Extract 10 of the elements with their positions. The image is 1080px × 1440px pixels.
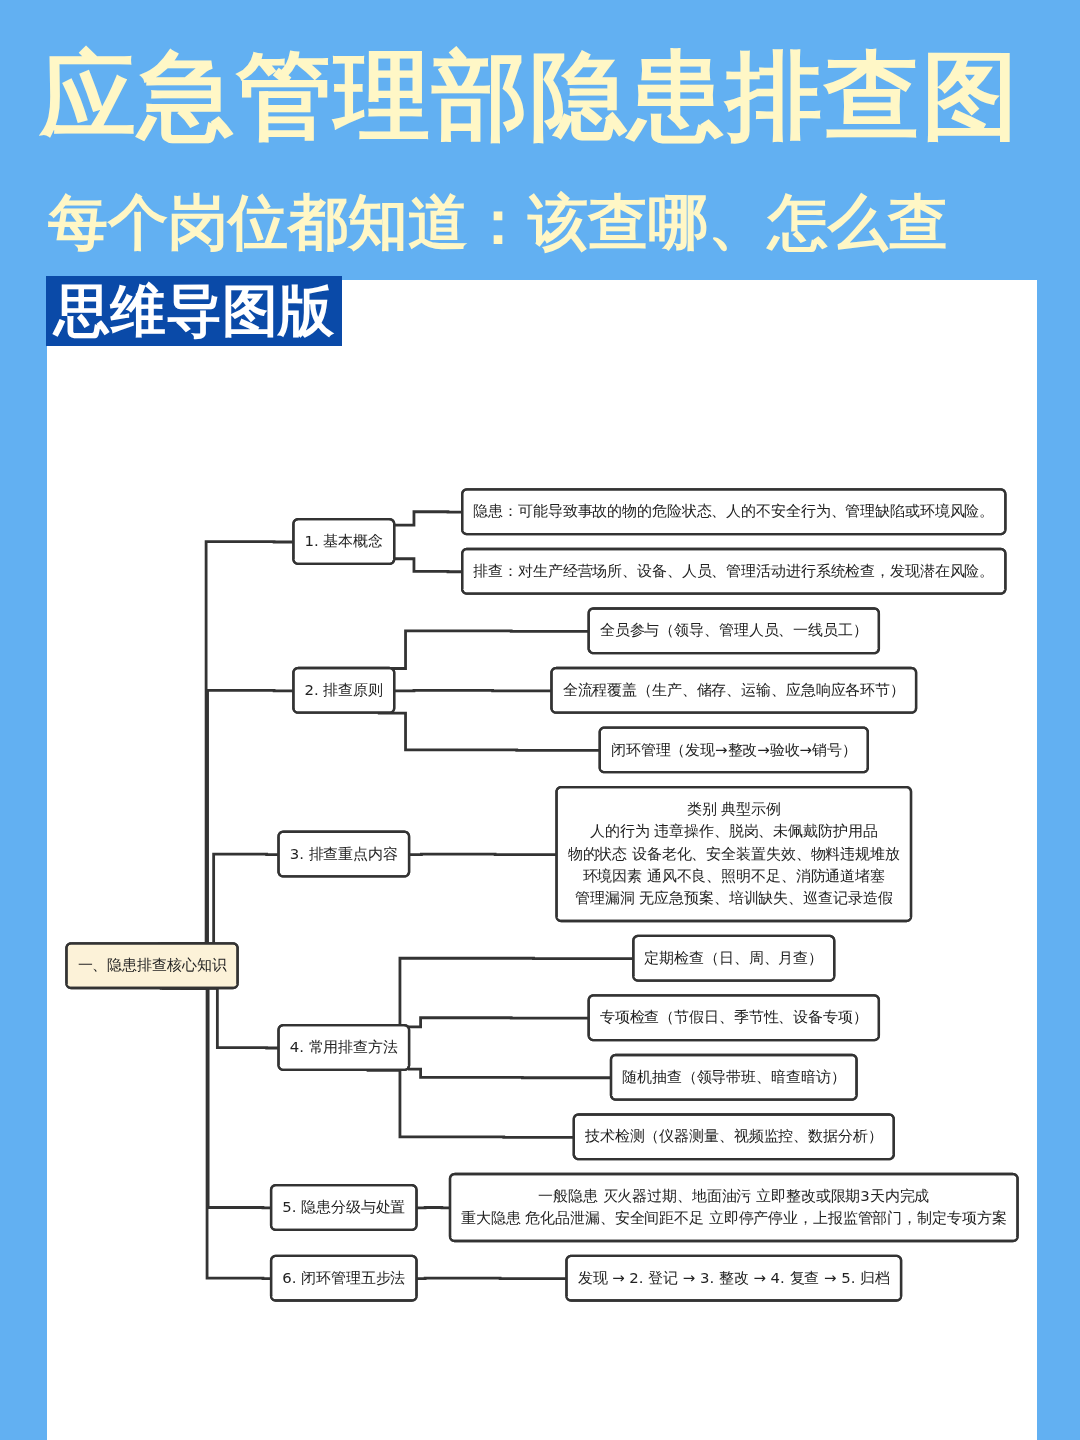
- subtitle: 每个岗位都知道：该查哪、怎么查: [48, 186, 948, 259]
- connector: [417, 1206, 451, 1210]
- connector: [394, 688, 552, 693]
- connector: [409, 852, 557, 856]
- connector: [407, 1067, 612, 1080]
- connector: [394, 510, 463, 527]
- title: 应急管理部隐患排查图: [40, 39, 1020, 154]
- connector: [417, 1276, 567, 1281]
- connector: [394, 557, 463, 574]
- tag-label: 思维导图版: [46, 276, 342, 346]
